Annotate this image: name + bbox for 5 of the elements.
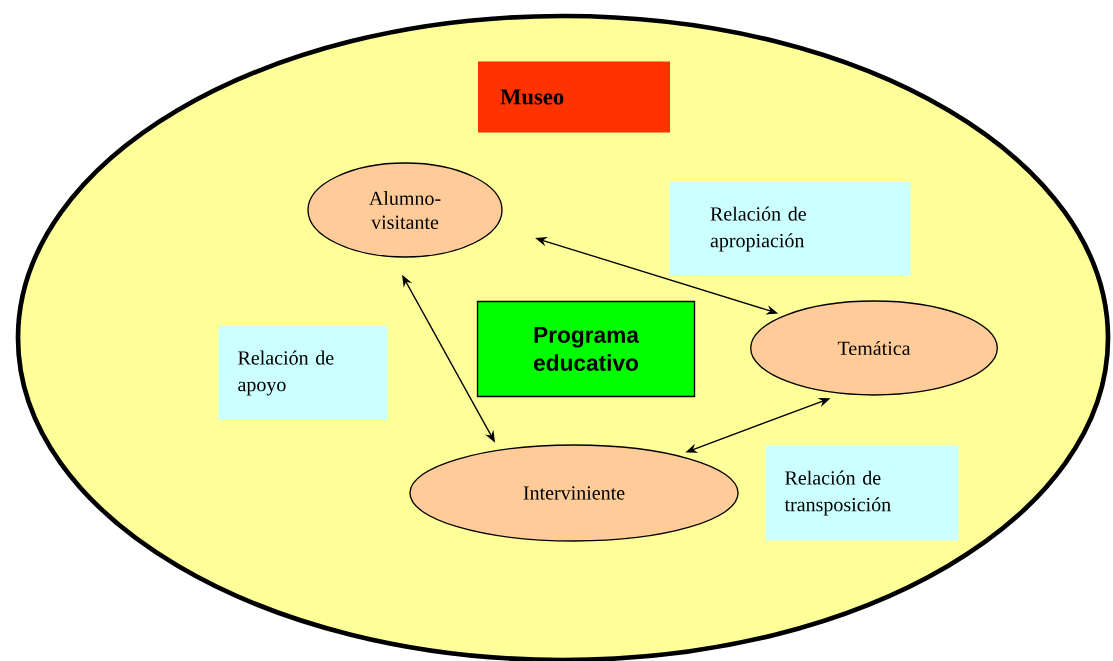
relation-box: Relación de apoyo bbox=[218, 326, 388, 420]
relation-box: Relación de apropiación bbox=[669, 182, 911, 276]
title-box: Museo bbox=[478, 61, 670, 133]
relation-box: Relación de transposición bbox=[765, 445, 959, 541]
program-box: Programa educativo bbox=[476, 300, 696, 398]
